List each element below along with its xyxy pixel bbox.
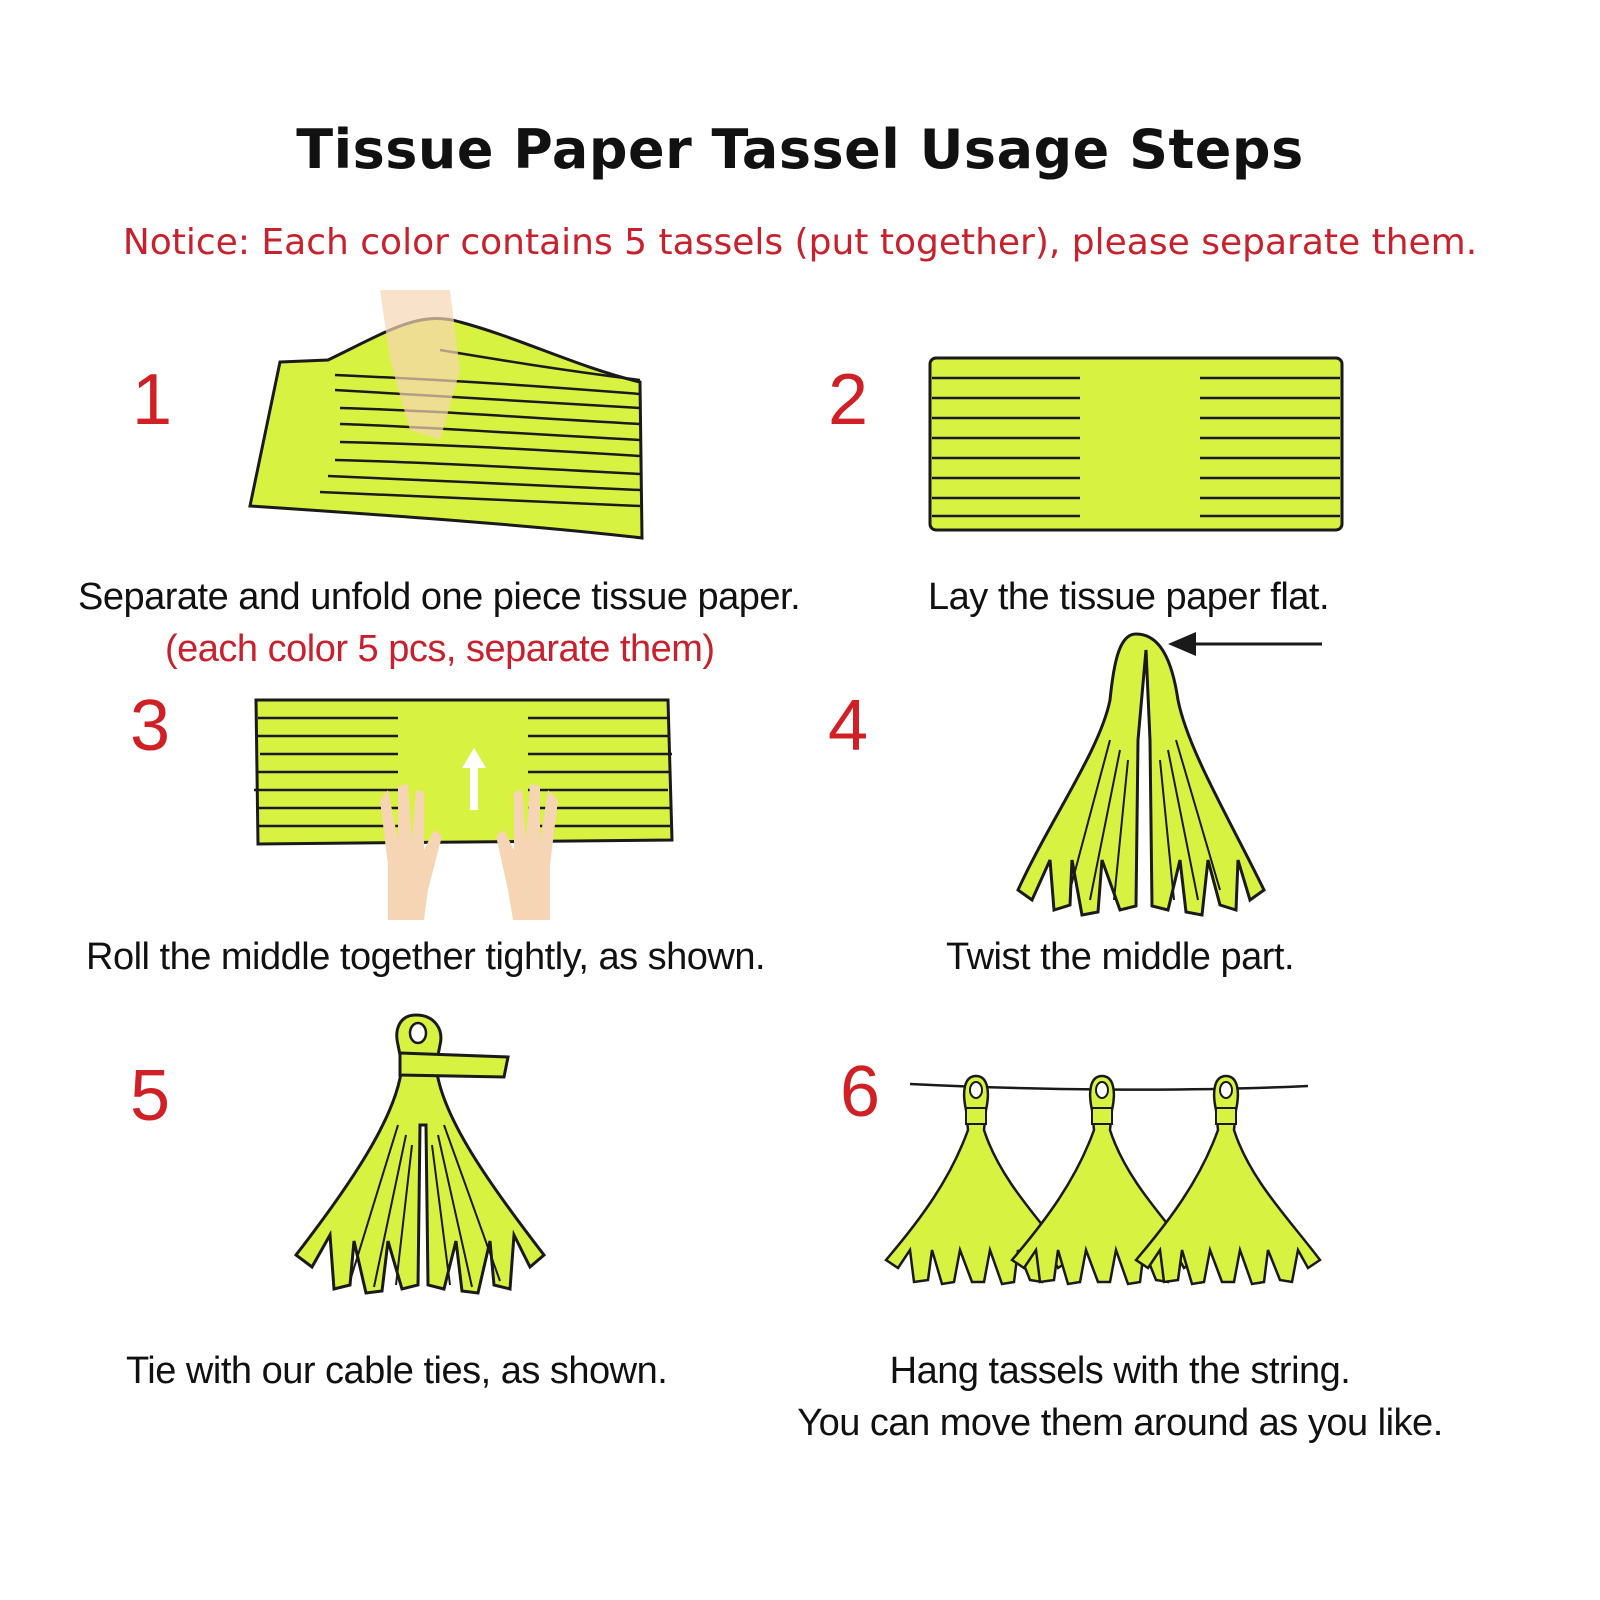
step-4-number: 4	[828, 686, 869, 766]
right-hand-shape	[496, 784, 558, 920]
left-arrow-icon	[1168, 632, 1322, 656]
step-5-number: 5	[130, 1056, 171, 1136]
step-2-illustration	[928, 356, 1344, 532]
step-6-caption: Hang tassels with the string.	[889, 1350, 1351, 1392]
step-1-illustration	[248, 290, 644, 540]
step-2-number: 2	[828, 360, 869, 440]
step-3-illustration	[254, 698, 674, 920]
step-6-number: 6	[840, 1052, 881, 1132]
page-title: Tissue Paper Tassel Usage Steps	[296, 118, 1304, 181]
step-1-note: (each color 5 pcs, separate them)	[165, 628, 715, 670]
step-3-caption: Roll the middle together tightly, as sho…	[86, 936, 766, 978]
tassel-2	[1010, 1074, 1198, 1286]
step-1-caption: Separate and unfold one piece tissue pap…	[78, 576, 801, 618]
step-6-caption-line2: You can move them around as you like.	[797, 1402, 1443, 1444]
step-2-caption: Lay the tissue paper flat.	[928, 576, 1330, 618]
hand-shape	[380, 290, 460, 440]
tassel-3	[1134, 1074, 1322, 1286]
step-3-number: 3	[130, 686, 171, 766]
step-5-illustration	[293, 1013, 547, 1295]
step-5-caption: Tie with our cable ties, as shown.	[126, 1350, 668, 1392]
left-hand-shape	[380, 784, 442, 920]
step-4-caption: Twist the middle part.	[946, 936, 1295, 978]
step-1-number: 1	[132, 360, 173, 440]
step-4-illustration	[1016, 632, 1322, 917]
up-arrow-icon	[462, 748, 486, 810]
cable-tie-shape	[398, 1051, 510, 1079]
notice-text: Notice: Each color contains 5 tassels (p…	[122, 222, 1478, 263]
tassel-1	[884, 1074, 1072, 1286]
step-6-illustration	[884, 1074, 1322, 1286]
